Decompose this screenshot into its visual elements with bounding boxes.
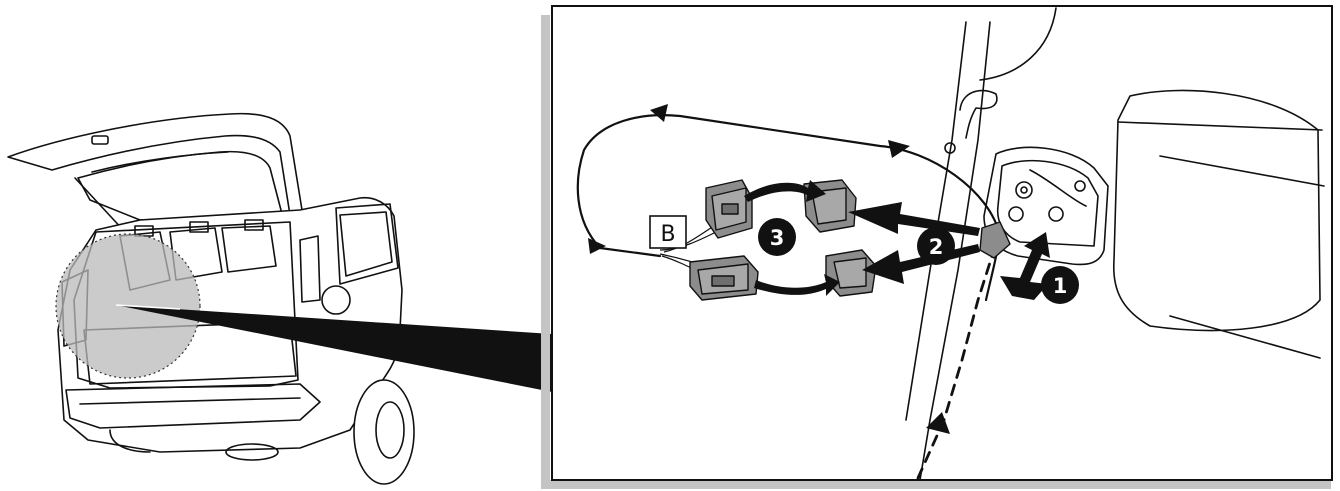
harness-arrows [588,104,950,434]
bolt-1-core [1020,186,1028,194]
callout-3: 3 [758,218,796,256]
arrow-head-dashed [926,412,950,434]
callout-2: 2 [917,227,955,265]
rear-wheel [353,379,415,485]
arrow-3-upper [744,180,826,202]
arrow-head-top [650,104,668,122]
exhaust [225,443,279,461]
internal-wire [1029,169,1087,207]
quarter-window [1112,89,1321,332]
bolt-3 [1074,180,1086,192]
bolt-4 [1008,206,1024,222]
bolt-1 [1015,181,1033,199]
fuel-door [321,285,351,315]
arrow-1-double [1000,232,1050,300]
bumper-step [79,397,301,405]
arrow-3-lower [754,274,840,296]
pillar-edge-left [905,21,967,421]
pillar-curve [979,7,1057,81]
connectors [689,179,1011,301]
tailgate-glass [91,151,229,173]
connector-label: B [660,222,675,247]
bolt-2 [1048,206,1064,222]
rear-wheel-hub [375,401,405,459]
rear-bumper [65,383,321,429]
arrow-head-right [888,140,910,158]
zoom-leader [116,305,552,392]
trim-handle [959,89,998,139]
tail-light-right [299,235,321,303]
connector-left-lower [689,255,759,301]
callout-1: 1 [1041,266,1079,304]
window-line-3 [1169,315,1321,359]
callout-2-label: 2 [929,235,944,259]
connector-right-lower [825,249,877,297]
tailgate-strut [74,177,126,233]
connector-label-box: B [649,215,687,249]
zoom-leader-tip [115,304,181,310]
tailgate-brake-light [91,135,109,145]
tailgate-outer [7,112,303,216]
headrests [134,219,264,237]
service-opening-inner [996,159,1099,247]
tailgate-inner [77,150,283,221]
connector-left-upper [705,179,753,239]
callout-1-label: 1 [1053,274,1068,298]
connector-body-plug [979,221,1011,259]
trim-clip [944,142,956,154]
detail-frame-shadow-bottom [541,480,1331,489]
pillar-edge-mid [919,21,991,481]
detail-content [576,7,1325,481]
window-line-1 [1117,121,1323,131]
harness-wire-loop [576,114,1002,258]
arrow-2-upper [848,202,980,236]
window-line-2 [1159,155,1325,187]
detail-frame-shadow [541,15,550,489]
side-window [339,211,393,277]
side-window-frame [335,203,399,285]
routing-dashed-path [916,248,996,480]
near-wheel [109,429,151,453]
arrow-head-left [588,238,606,254]
callout-3-label: 3 [770,226,785,250]
